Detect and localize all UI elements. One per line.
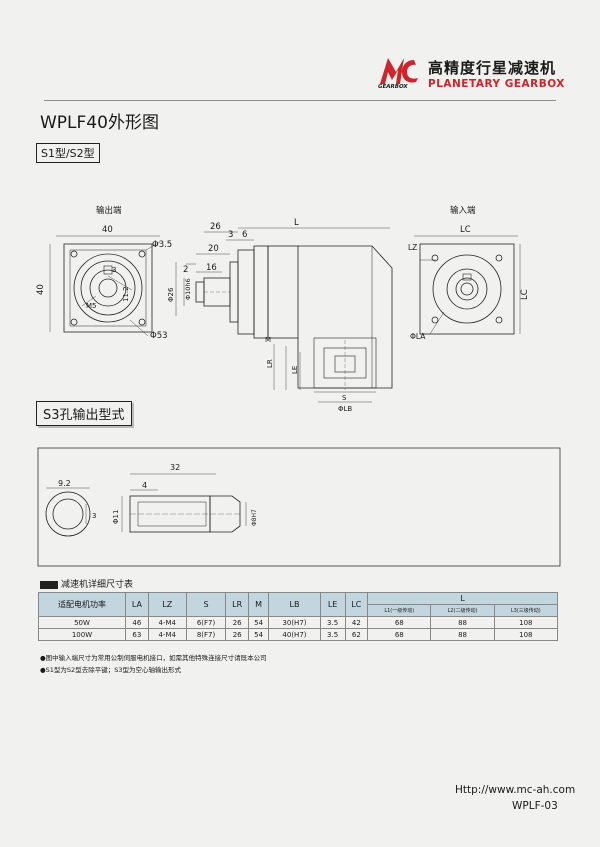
table-cell: 108 — [493, 616, 559, 629]
logo-subtext: GEARBOX — [378, 84, 408, 90]
brand-name-en: PLANETARY GEARBOX — [428, 78, 565, 90]
table-cell: 108 — [493, 628, 559, 641]
dim-phi11: Φ11 — [112, 510, 120, 524]
col-header-s: S — [185, 592, 227, 617]
col-header-l1: L1(一级传动) — [367, 604, 432, 617]
table-title: 减速机详细尺寸表 — [40, 577, 133, 590]
dim-LC-top: LC — [460, 225, 471, 235]
table-cell: 3.5 — [319, 628, 346, 641]
s3-section-title: S3孔输出型式 — [36, 401, 132, 426]
col-header-la: LA — [125, 592, 149, 617]
table-cell: 68 — [367, 628, 432, 641]
note-2: ●S1型为S2型去除平键；S3型为空心轴输出形式 — [40, 666, 181, 674]
table-title-text: 减速机详细尺寸表 — [61, 580, 134, 590]
table-cell: 40(H7) — [268, 628, 321, 641]
dim-LZ: LZ — [408, 243, 417, 252]
table-cell: 62 — [344, 628, 369, 641]
table-cell: 54 — [247, 628, 270, 641]
dim-phiLB: ΦLB — [338, 405, 352, 413]
note-1: ●图中输入端尺寸为常用公制伺服电机接口，如需其他特殊连接尺寸请既本公司 — [40, 654, 267, 662]
table-cell: 100W — [38, 628, 126, 641]
table-cell: 3.5 — [319, 616, 346, 629]
dim-LC-side: LC — [520, 289, 530, 300]
page-title: WPLF40外形图 — [40, 113, 159, 133]
dim-phiLA: ΦLA — [410, 332, 426, 341]
table-cell: 26 — [225, 616, 249, 629]
dim-40-top: 40 — [102, 225, 113, 235]
dim-11-2: 11.2 — [122, 286, 130, 302]
col-header-l: L — [367, 592, 558, 605]
table-cell: 8(F7) — [185, 628, 227, 641]
table-cell: 54 — [247, 616, 270, 629]
table-cell: 26 — [225, 628, 249, 641]
dim-40-side: 40 — [36, 284, 46, 295]
table-cell: 88 — [430, 616, 495, 629]
table-cell: 88 — [430, 628, 495, 641]
table-cell: 42 — [344, 616, 369, 629]
col-header-l3: L3(三级传动) — [493, 604, 559, 617]
table-cell: 6(F7) — [185, 616, 227, 629]
dim-32: 32 — [170, 463, 180, 472]
dim-9-2: 9.2 — [58, 479, 71, 488]
brand-name-cn: 高精度行星减速机 — [428, 59, 557, 77]
dim-M: M — [265, 336, 271, 344]
footer-url-link[interactable]: Http://www.mc-ah.com — [455, 784, 576, 796]
dim-phi53: Φ53 — [150, 331, 168, 341]
dim-phi3-5: Φ3.5 — [152, 240, 172, 250]
output-end-label: 输出端 — [96, 205, 122, 216]
dim-phi8h7: Φ8H7 — [251, 509, 258, 526]
dim-phi10h6: Φ10h6 — [184, 278, 192, 300]
table-row: 50W 46 4-M4 6(F7) 26 54 30(H7) 3.5 42 68… — [38, 616, 559, 629]
outline-drawing: 输出端 输入端 40 Φ3.5 40 3 11.2 M5 Φ53 26 3 6 … — [36, 205, 530, 413]
dim-20: 20 — [208, 244, 219, 254]
input-end-label: 输入端 — [450, 205, 476, 216]
col-header-motor: 适配电机功率 — [38, 592, 126, 617]
col-header-le: LE — [319, 592, 346, 617]
mc-logo-icon — [380, 58, 418, 84]
page-code: WPLF-03 — [512, 800, 558, 812]
col-header-lb: LB — [268, 592, 321, 617]
dim-m5: M5 — [86, 302, 97, 310]
table-row: 100W 63 4-M4 8(F7) 26 54 40(H7) 3.5 62 6… — [38, 628, 559, 641]
dim-LR: LR — [266, 359, 274, 368]
spec-table: 适配电机功率 LA LZ S LR M LB LE LC L L1(一级传动) … — [38, 592, 559, 641]
dim-4: 4 — [142, 481, 147, 490]
table-cell: 46 — [125, 616, 149, 629]
table-cell: 50W — [38, 616, 126, 629]
table-cell: 4-M4 — [147, 616, 187, 629]
dim-L: L — [294, 218, 299, 228]
dim-26: 26 — [210, 222, 221, 232]
s3-drawing: 9.2 32 4 3 Φ11 Φ8H7 — [37, 447, 561, 567]
table-cell: 30(H7) — [268, 616, 321, 629]
dim-16: 16 — [206, 263, 217, 273]
dim-phi26: Φ26 — [167, 287, 175, 302]
col-header-l2: L2(二级传动) — [430, 604, 495, 617]
table-cell: 4-M4 — [147, 628, 187, 641]
header-divider — [44, 100, 556, 101]
dim-S: S — [342, 394, 347, 402]
model-tag: S1型/S2型 — [36, 143, 100, 163]
dim-3: 3 — [112, 266, 116, 274]
dim-LE: LE — [291, 366, 299, 374]
dim-3-s3: 3 — [92, 512, 96, 520]
dim-2: 2 — [183, 265, 188, 275]
col-header-lc: LC — [344, 592, 369, 617]
dim-3b: 3 — [228, 230, 233, 240]
table-cell: 68 — [367, 616, 432, 629]
table-cell: 63 — [125, 628, 149, 641]
col-header-lr: LR — [225, 592, 249, 617]
col-header-lz: LZ — [147, 592, 187, 617]
dim-6: 6 — [242, 230, 247, 240]
col-header-m: M — [247, 592, 270, 617]
